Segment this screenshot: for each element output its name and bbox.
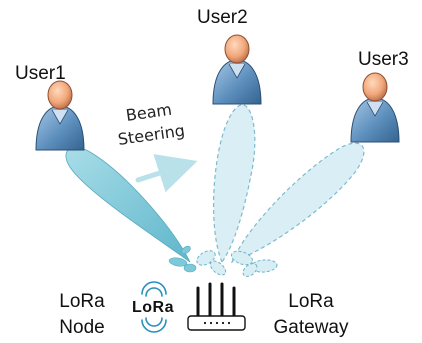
beam-user2-steered <box>213 104 256 264</box>
user2-person-icon <box>212 34 262 105</box>
user3-label: User3 <box>358 49 409 70</box>
beam-steering-arrow <box>135 154 198 193</box>
node-label-line1: LoRa <box>59 291 105 312</box>
beam-user1-main <box>65 146 191 263</box>
user2-label: User2 <box>197 7 248 28</box>
user1-person-icon <box>35 80 85 151</box>
beam-user3-steered <box>230 142 365 263</box>
gateway-label-line2: Gateway <box>273 317 349 338</box>
beam-side-lobes <box>196 250 278 277</box>
user3-person-icon <box>350 72 400 143</box>
lora-logo-text: LoRa <box>132 299 174 316</box>
node-label-line2: Node <box>59 317 105 338</box>
beam-user1-side-lobes <box>168 245 197 273</box>
user1-label: User1 <box>15 63 66 84</box>
gateway-label-line1: LoRa <box>288 291 334 312</box>
gateway-router-icon <box>187 282 246 331</box>
lora-logo-waves-icon <box>141 281 167 333</box>
